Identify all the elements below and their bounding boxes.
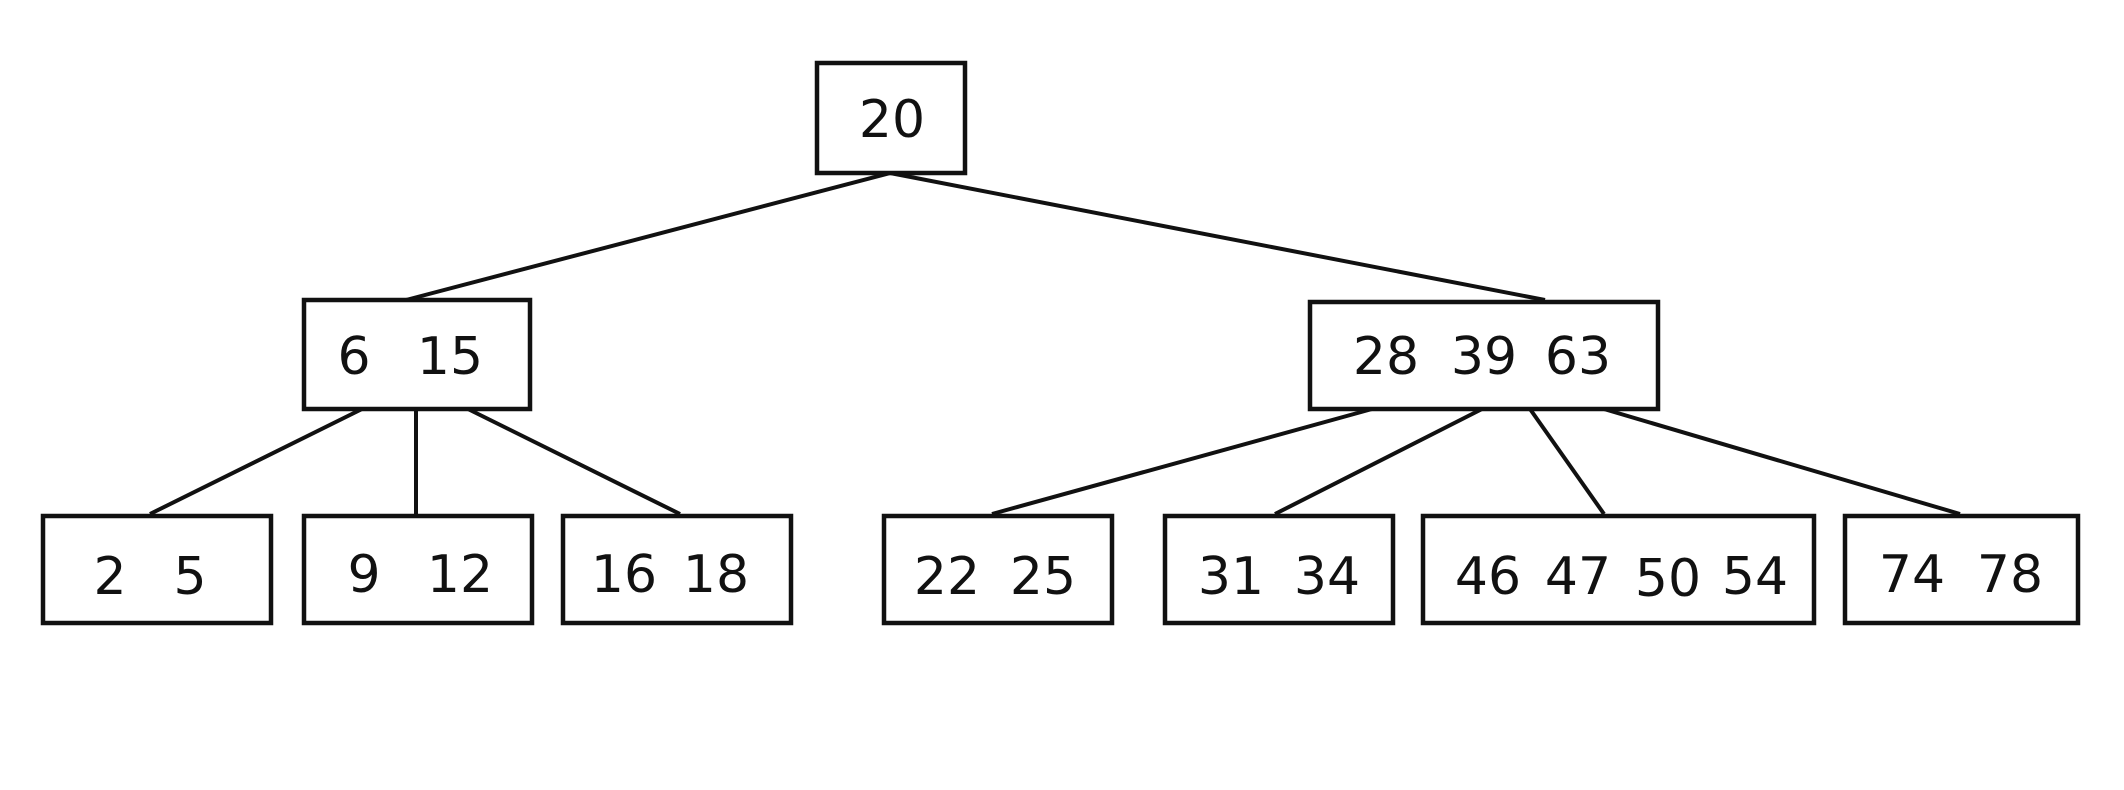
edge-root-to-right-node xyxy=(889,171,1546,302)
node-key: 12 xyxy=(427,545,493,605)
node-key: 16 xyxy=(591,545,657,605)
node-key: 50 xyxy=(1635,549,1701,609)
edge-root-to-left-node xyxy=(405,171,891,302)
leaf-node-7 xyxy=(1842,513,2081,626)
node-key: 22 xyxy=(914,547,980,607)
node-key: 25 xyxy=(1010,547,1076,607)
internal-node-left xyxy=(301,297,533,412)
node-key: 28 xyxy=(1353,327,1419,387)
node-key: 5 xyxy=(173,547,206,607)
node-key: 46 xyxy=(1455,547,1521,607)
node-key: 18 xyxy=(683,545,749,605)
node-key: 74 xyxy=(1879,545,1945,605)
node-key: 9 xyxy=(347,545,380,605)
edge-right-to-leaf-6 xyxy=(1528,407,1606,516)
internal-node-right xyxy=(1307,299,1661,412)
node-key: 47 xyxy=(1545,547,1611,607)
node-key: 63 xyxy=(1545,327,1611,387)
node-key: 2 xyxy=(93,547,126,607)
root-node xyxy=(814,60,968,176)
leaf-node-5 xyxy=(1162,513,1396,626)
node-key: 31 xyxy=(1198,547,1264,607)
leaf-node-1 xyxy=(40,513,274,626)
node-key: 6 xyxy=(337,327,370,387)
leaf-node-4 xyxy=(881,513,1115,626)
leaf-node-2 xyxy=(301,513,535,626)
edge-left-to-leaf-3 xyxy=(467,407,681,516)
edge-right-to-leaf-5 xyxy=(1274,407,1483,516)
edge-left-to-leaf-1 xyxy=(149,407,363,516)
leaf-node-6 xyxy=(1420,513,1817,626)
edge-right-to-leaf-4 xyxy=(991,407,1373,516)
node-key: 78 xyxy=(1977,545,2043,605)
edge-right-to-leaf-7 xyxy=(1603,407,1961,516)
node-key: 39 xyxy=(1451,327,1517,387)
node-key: 34 xyxy=(1294,547,1360,607)
node-key: 15 xyxy=(417,327,483,387)
leaf-node-3 xyxy=(560,513,794,626)
node-key: 20 xyxy=(859,90,925,150)
node-key: 54 xyxy=(1722,547,1788,607)
